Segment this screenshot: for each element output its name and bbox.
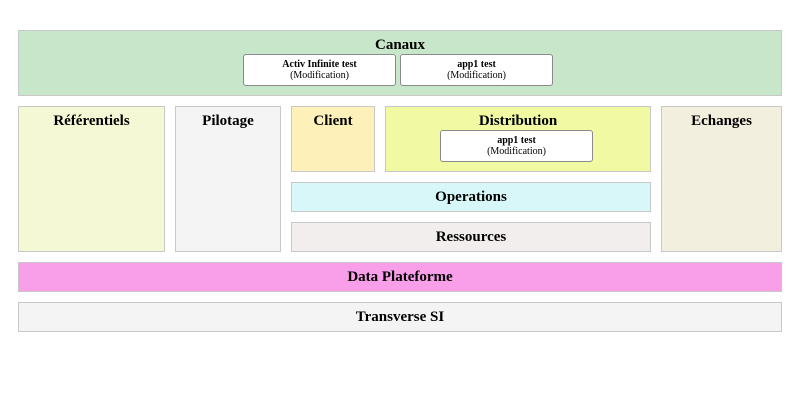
zone-data-plateforme: Data Plateforme	[18, 262, 782, 292]
zone-title-distribution: Distribution	[478, 113, 558, 129]
zone-transverse-si: Transverse SI	[18, 302, 782, 332]
zone-distribution: Distribution app1 test (Modification)	[385, 106, 651, 172]
app-card-status: (Modification)	[447, 70, 506, 81]
app-card-status: (Modification)	[487, 146, 546, 157]
app-card-activ-infinite-test[interactable]: Activ Infinite test (Modification)	[243, 54, 396, 86]
zone-title-pilotage: Pilotage	[202, 113, 254, 129]
zone-title-data-plateforme: Data Plateforme	[347, 269, 453, 285]
zone-referentiels: Référentiels	[18, 106, 165, 252]
zone-pilotage: Pilotage	[175, 106, 281, 252]
zone-title-operations: Operations	[435, 189, 507, 205]
app-card-app1-test[interactable]: app1 test (Modification)	[400, 54, 553, 86]
zone-title-canaux: Canaux	[374, 37, 426, 53]
app-card-name: Activ Infinite test	[282, 59, 357, 70]
zone-title-ressources: Ressources	[435, 229, 507, 245]
app-card-name: app1 test	[497, 135, 536, 146]
zone-title-referentiels: Référentiels	[53, 113, 130, 129]
zone-ressources: Ressources	[291, 222, 651, 252]
zone-echanges: Echanges	[661, 106, 782, 252]
zone-title-client: Client	[313, 113, 353, 129]
zone-title-echanges: Echanges	[691, 113, 752, 129]
app-card-name: app1 test	[457, 59, 496, 70]
app-card-app1-test[interactable]: app1 test (Modification)	[440, 130, 593, 162]
zone-operations: Operations	[291, 182, 651, 212]
app-card-status: (Modification)	[290, 70, 349, 81]
zone-canaux: Canaux Activ Infinite test (Modification…	[18, 30, 782, 96]
zone-title-transverse-si: Transverse SI	[355, 309, 445, 325]
zone-client: Client	[291, 106, 375, 172]
